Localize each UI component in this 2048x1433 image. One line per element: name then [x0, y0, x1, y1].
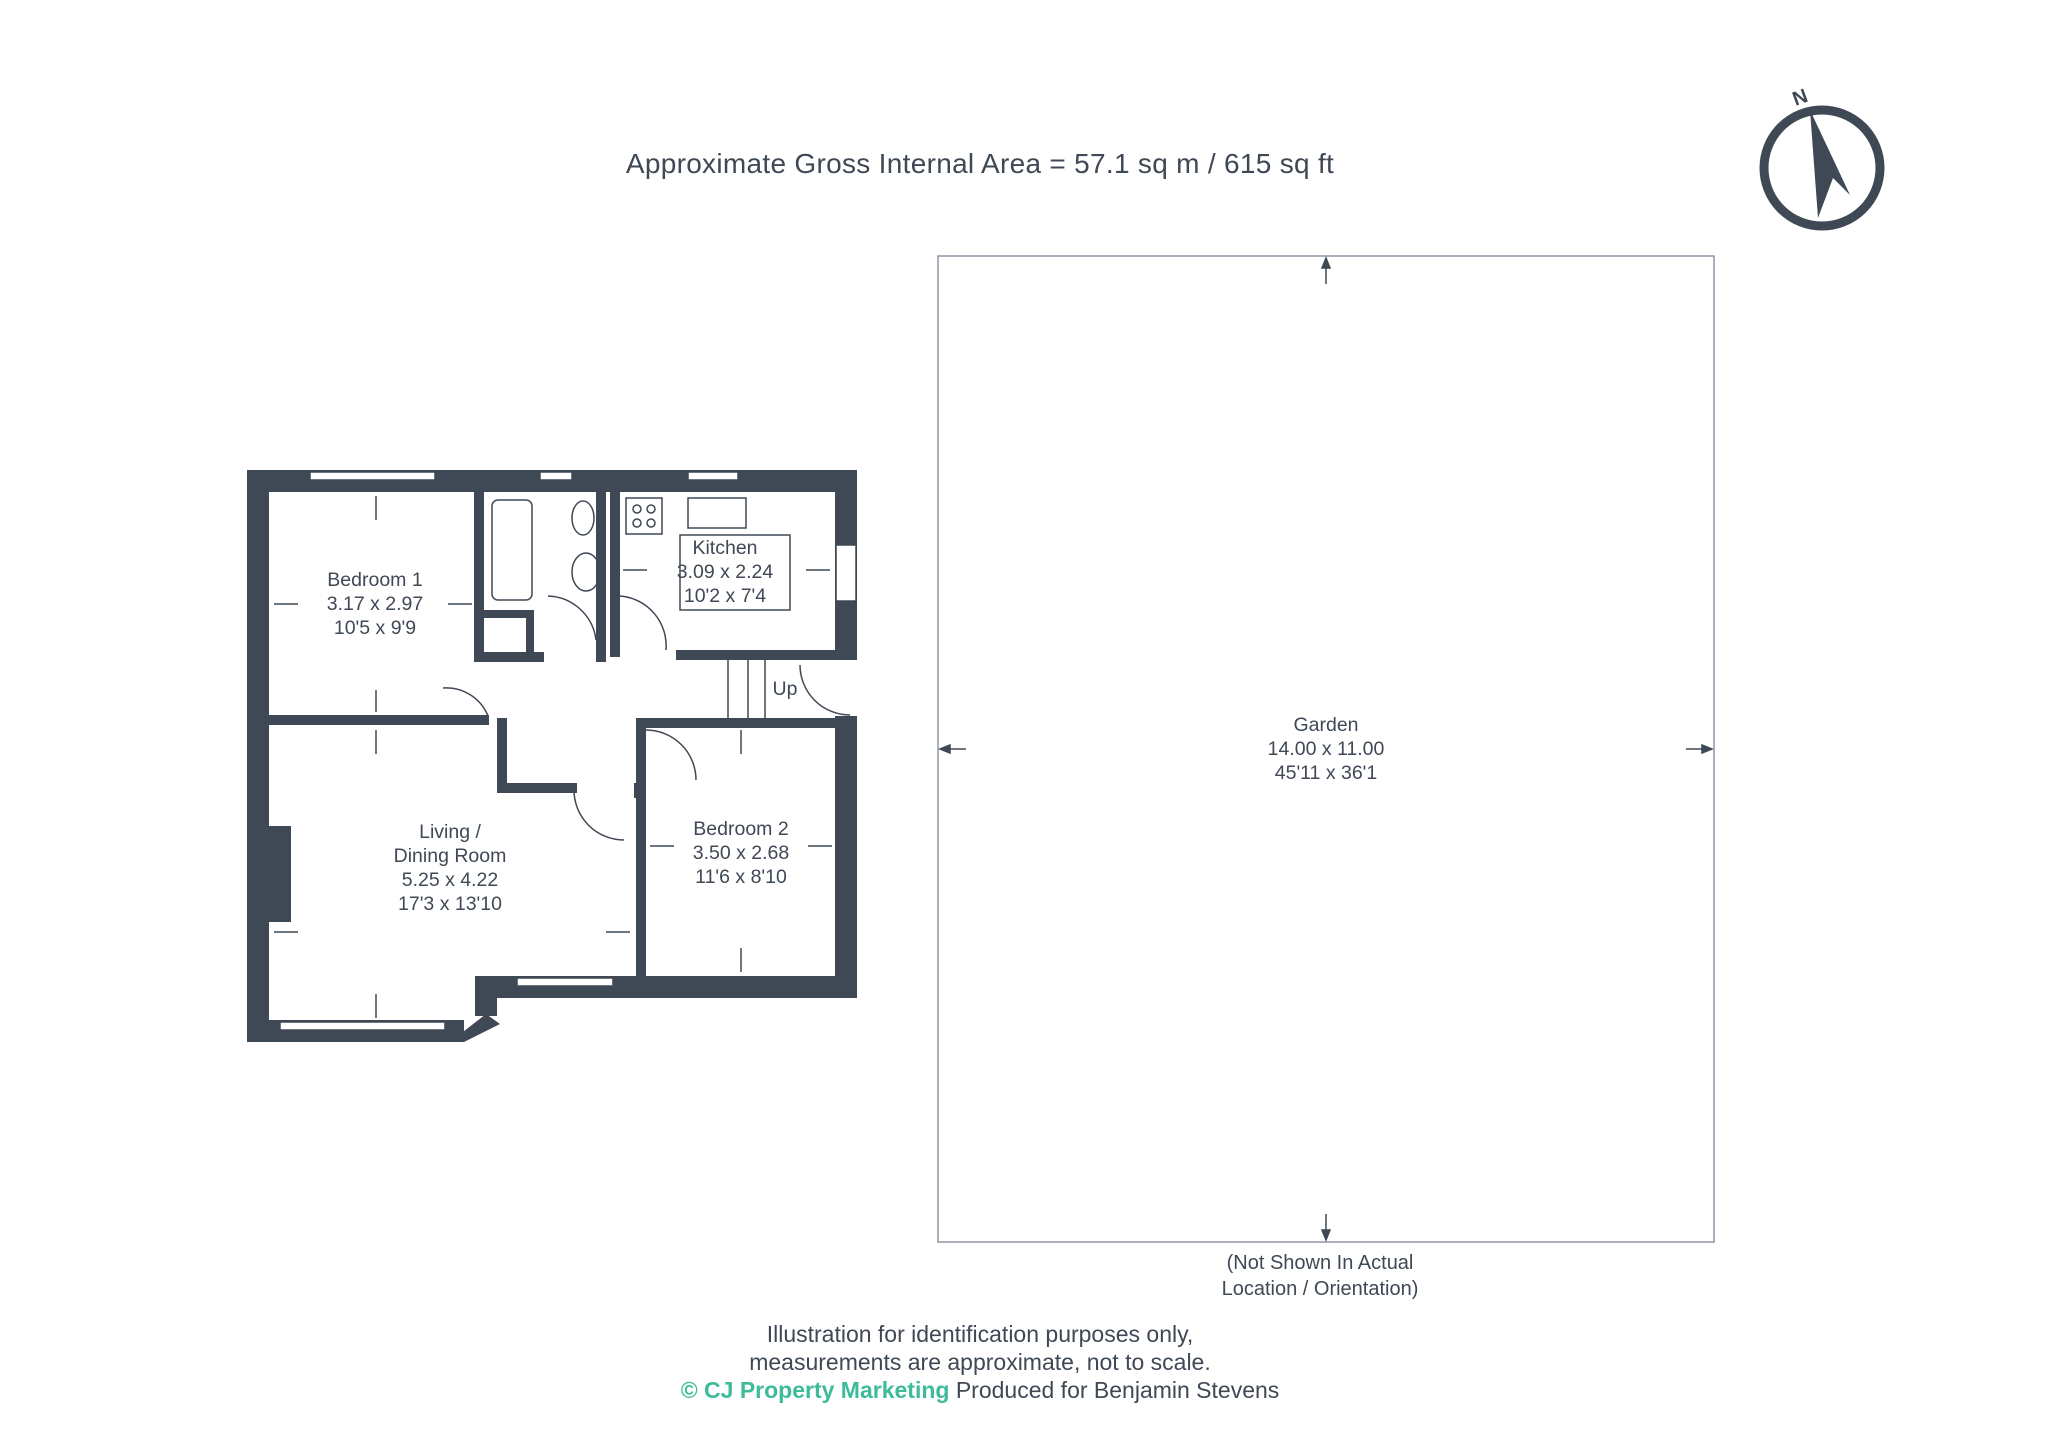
door-arc: [645, 729, 697, 781]
credit-line: © CJ Property Marketing Produced for Ben…: [560, 1376, 1400, 1404]
garden-dimension-arrows: [937, 255, 1715, 1243]
room-name: Kitchen: [692, 537, 758, 559]
fixtures: [442, 497, 851, 841]
door-arc: [799, 664, 851, 716]
room-bedroom-2: Bedroom 2 3.50 x 2.68 11'6 x 8'10: [666, 817, 816, 889]
room-name: Bedroom 1: [327, 569, 423, 591]
room-kitchen: Kitchen 3.09 x 2.24 10'2 x 7'4: [660, 536, 790, 608]
bathtub-icon: [491, 499, 533, 601]
room-imperial: 17'3 x 13'10: [398, 893, 502, 915]
door-arc: [619, 595, 667, 651]
room-metric: 5.25 x 4.22: [401, 869, 499, 891]
room-metric: 3.09 x 2.24: [676, 561, 774, 583]
compass-ring: [1759, 105, 1885, 231]
door-arc: [547, 595, 597, 641]
room-metric: 3.50 x 2.68: [692, 842, 790, 864]
north-arrow-icon: [1810, 110, 1850, 218]
room-name: Bedroom 2: [693, 818, 789, 840]
windows: [279, 471, 857, 1031]
room-imperial: 11'6 x 8'10: [695, 866, 787, 888]
garden-note-line2: Location / Orientation): [1221, 1278, 1419, 1300]
room-name: Garden: [1293, 714, 1359, 736]
hob-icon: [625, 497, 663, 535]
room-bedroom-1: Bedroom 1 3.17 x 2.97 10'5 x 9'9: [300, 568, 450, 640]
door-arc: [573, 789, 625, 841]
gross-area-title: Approximate Gross Internal Area = 57.1 s…: [625, 148, 1335, 179]
toilet-icon: [571, 500, 595, 536]
room-living-dining: Living / Dining Room 5.25 x 4.22 17'3 x …: [370, 820, 530, 916]
room-name-line1: Living /: [419, 821, 481, 843]
kitchen-counter: [679, 534, 791, 611]
door-arc: [442, 687, 489, 717]
produced-for: Produced for Benjamin Stevens: [955, 1377, 1280, 1403]
garden-label: Garden 14.00 x 11.00 45'11 x 36'1: [1246, 713, 1406, 785]
disclaimer-line2: measurements are approximate, not to sca…: [749, 1349, 1211, 1375]
stairs-up-label: Up: [765, 677, 805, 701]
garden-note-line1: (Not Shown In Actual: [1226, 1252, 1414, 1274]
room-imperial: 10'2 x 7'4: [683, 585, 767, 607]
compass: N: [1759, 85, 1885, 231]
compass-label: N: [1790, 85, 1811, 111]
sink-icon: [687, 497, 747, 529]
garden-note: (Not Shown In Actual Location / Orientat…: [1130, 1250, 1510, 1302]
room-imperial: 45'11 x 36'1: [1274, 762, 1378, 784]
footer-disclaimer: Illustration for identification purposes…: [560, 1320, 1400, 1404]
room-imperial: 10'5 x 9'9: [333, 617, 417, 639]
room-dimension-arrows: [274, 496, 832, 1018]
stairs-label-text: Up: [772, 678, 798, 700]
room-metric: 3.17 x 2.97: [326, 593, 424, 615]
room-name-line2: Dining Room: [393, 845, 507, 867]
room-metric: 14.00 x 11.00: [1267, 738, 1385, 760]
disclaimer-line1: Illustration for identification purposes…: [766, 1321, 1194, 1347]
basin-icon: [571, 552, 601, 592]
brand-name: © CJ Property Marketing: [680, 1377, 950, 1403]
